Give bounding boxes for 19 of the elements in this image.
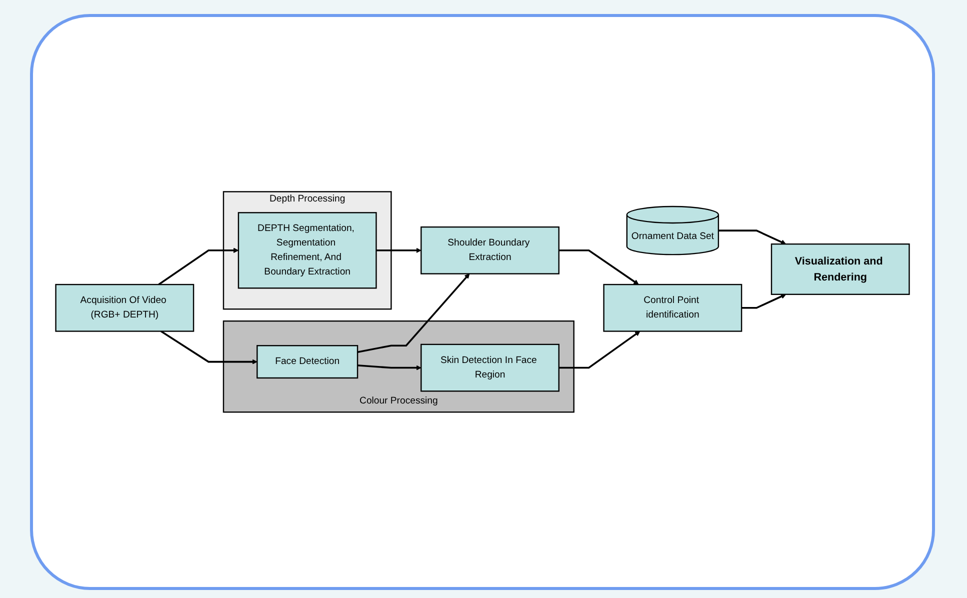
cluster: [222, 191, 392, 310]
cluster: [222, 320, 574, 413]
arrow: [742, 294, 786, 309]
arrow: [357, 364, 422, 370]
node-box: [256, 345, 358, 379]
arrow: [558, 331, 640, 369]
node-box: [770, 244, 910, 296]
arrow: [718, 230, 786, 245]
node-box: [603, 284, 742, 332]
arrow: [158, 248, 239, 286]
arrow: [376, 248, 422, 254]
arrow: [160, 330, 258, 365]
node-box: [238, 212, 377, 289]
node-box: [420, 344, 560, 392]
diagram-frame: Colour Processing Depth Processing Acquisition Of Video (RGB+ DEPTH) DEPTH Segmentation, Segmentation Refinement, And Boundary Extraction Shoulder Boundary Extraction Ornament Data Set Face Detection Skin Detection In Face Region Control Point identification Visualization and Rendering: [30, 14, 935, 590]
node-box: [420, 226, 560, 274]
arrow: [558, 250, 639, 285]
node-box: [55, 284, 194, 332]
arrow: [357, 274, 470, 354]
